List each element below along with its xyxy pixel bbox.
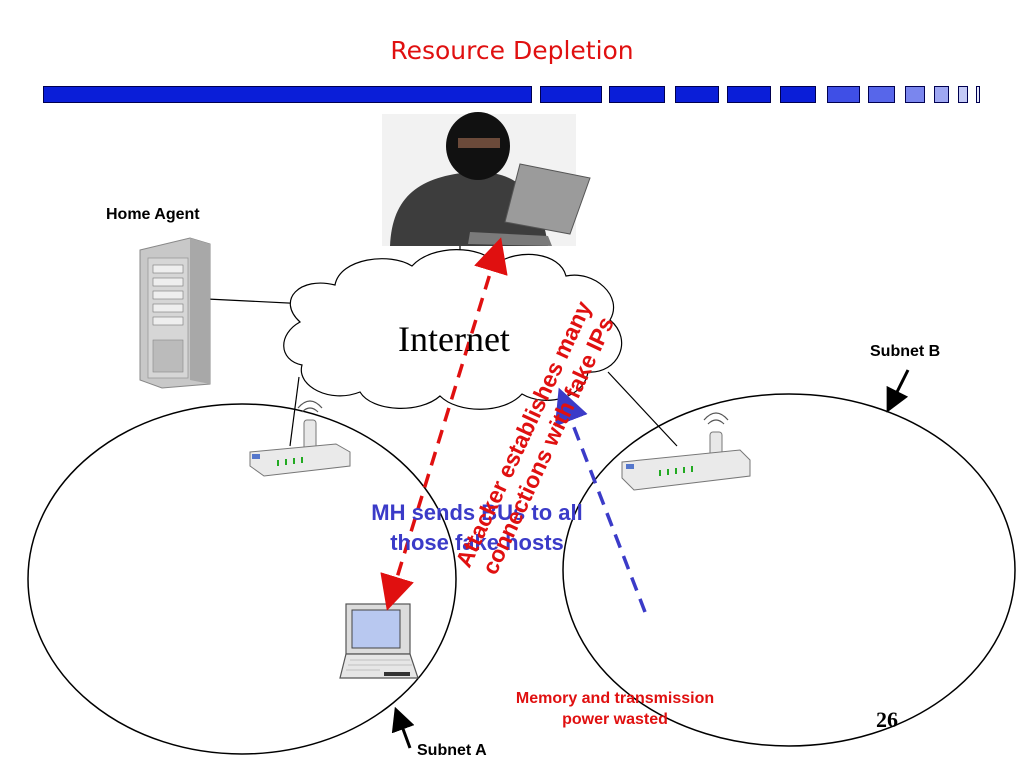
subnet-a-label: Subnet A	[417, 742, 487, 759]
mh-sends-annotation: MH sends BUs to all those fake hosts	[348, 498, 606, 558]
slide-title: Resource Depletion	[390, 36, 634, 65]
subnet-a-circle	[27, 403, 457, 755]
subnet-a-pointer	[391, 706, 415, 749]
wireless-router-icon-b	[621, 412, 751, 491]
attack-arrow	[380, 237, 508, 611]
memory-line-1: Memory and transmission	[515, 690, 715, 707]
laptop-icon	[339, 603, 419, 679]
attacker-photo	[382, 112, 591, 246]
memory-annotation: Memory and transmission power wasted	[470, 688, 760, 730]
wireless-router-icon-a	[249, 400, 351, 477]
internet-label: Internet	[398, 319, 510, 359]
server-icon	[139, 237, 211, 389]
subnet-b-circle	[562, 393, 1016, 747]
page-number: 26	[876, 707, 898, 732]
home-agent-label: Home Agent	[106, 206, 200, 223]
memory-line-2: power wasted	[562, 711, 668, 728]
subnet-b-pointer	[886, 369, 910, 413]
mh-sends-line-1: MH sends BUs to all	[371, 500, 583, 525]
bu-arrow	[554, 387, 647, 613]
mh-sends-line-2: those fake hosts	[390, 530, 564, 555]
subnet-b-label: Subnet B	[870, 343, 941, 360]
